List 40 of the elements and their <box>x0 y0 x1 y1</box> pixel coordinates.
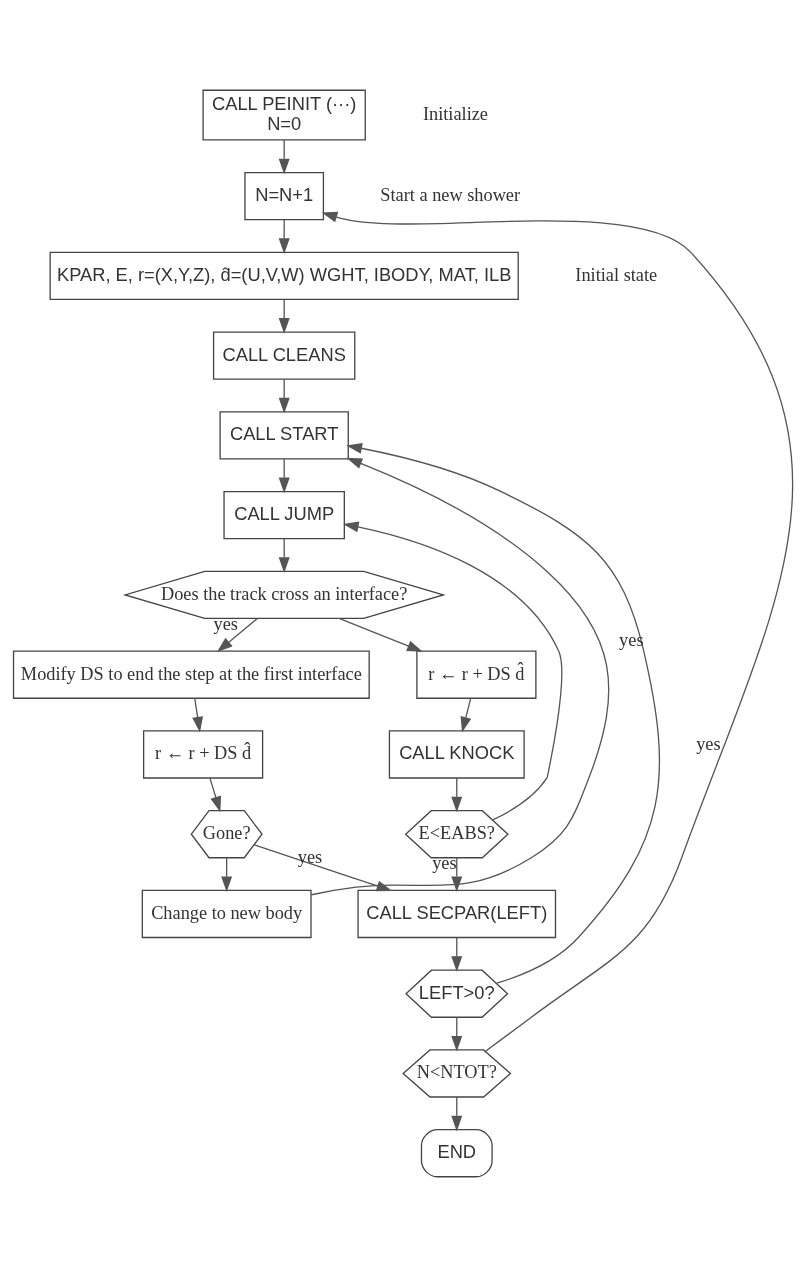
node-box: CALL CLEANS <box>212 330 356 380</box>
node-box: END <box>420 1128 493 1177</box>
arrow <box>278 298 290 334</box>
arrow <box>339 617 423 652</box>
arrow <box>278 537 290 573</box>
arrow <box>460 697 472 733</box>
node-box: CALL PEINIT (···) N=0 <box>202 89 366 141</box>
arrow <box>451 856 463 892</box>
edge-label: yes <box>696 733 721 754</box>
arrow <box>221 856 233 892</box>
node-label: Start a new shower <box>380 184 521 205</box>
node-box: r ← r + DS d̂ <box>142 729 264 779</box>
arrow <box>216 617 258 652</box>
arrow <box>342 521 563 821</box>
node-label: Initialize <box>422 103 488 124</box>
arrow <box>192 697 204 733</box>
node-box: N=N+1 <box>244 171 325 220</box>
arrow <box>451 936 463 972</box>
edge-label: yes <box>297 846 323 867</box>
node-box: CALL START <box>219 410 349 460</box>
arrow <box>346 442 661 984</box>
arrow <box>209 776 222 812</box>
arrow <box>321 211 794 1052</box>
node-box: CALL KNOCK <box>388 729 525 779</box>
arrow <box>278 457 290 493</box>
node-box: KPAR, E, r=(X,Y,Z), d̂=(U,V,W) WGHT, IBODY, MAT, ILB <box>49 251 519 300</box>
node-box: Change to new body <box>141 889 312 938</box>
arrow <box>451 776 463 812</box>
arrow <box>278 218 290 254</box>
arrow <box>253 843 393 891</box>
arrow <box>310 457 610 895</box>
node-label: Initial state <box>575 264 658 285</box>
node-box: r ← r + DS d̂ <box>416 650 537 699</box>
arrow <box>451 1016 463 1052</box>
node-box: CALL SECPAR(LEFT) <box>357 889 557 938</box>
node-box: Modify DS to end the step at the first interface <box>12 650 370 699</box>
arrow <box>278 138 290 174</box>
node-box: CALL JUMP <box>223 490 345 539</box>
arrow <box>451 1095 463 1131</box>
arrow <box>278 378 290 414</box>
